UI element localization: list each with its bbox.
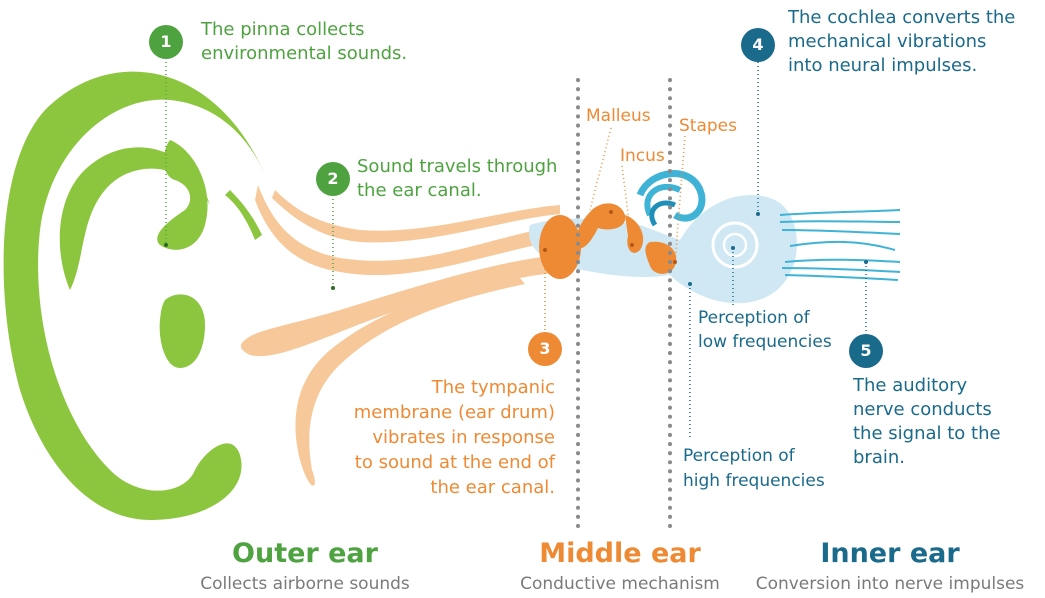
malleus-label: Malleus	[586, 105, 651, 127]
step-2-badge: 2	[316, 162, 350, 196]
step-4-badge: 4	[741, 28, 775, 62]
incus-label: Incus	[620, 145, 665, 167]
high-frequencies-label: Perception of high frequencies	[683, 444, 825, 494]
middle-ear-title: Middle ear	[510, 538, 730, 570]
step-1-badge: 1	[149, 25, 183, 59]
step-1-text: The pinna collects environmental sounds.	[201, 18, 407, 66]
step-5-text: The auditory nerve conducts the signal t…	[853, 374, 1001, 470]
auditory-nerve-shape	[780, 210, 900, 280]
step-3-badge: 3	[528, 332, 562, 366]
pinna-shape	[4, 72, 265, 520]
step-2-text: Sound travels through the ear canal.	[357, 155, 557, 203]
outer-ear-title: Outer ear	[185, 538, 425, 570]
step-5-badge: 5	[849, 334, 883, 368]
step-3-text: The tympanic membrane (ear drum) vibrate…	[320, 375, 555, 500]
stapes-label: Stapes	[679, 115, 737, 137]
outer-ear-subtitle: Collects airborne sounds	[175, 573, 435, 595]
inner-ear-title: Inner ear	[780, 538, 1000, 570]
middle-ear-subtitle: Conductive mechanism	[500, 573, 740, 595]
inner-ear-subtitle: Conversion into nerve impulses	[738, 573, 1042, 595]
step-4-text: The cochlea converts the mechanical vibr…	[788, 6, 1015, 78]
low-frequencies-label: Perception of low frequencies	[698, 306, 832, 354]
